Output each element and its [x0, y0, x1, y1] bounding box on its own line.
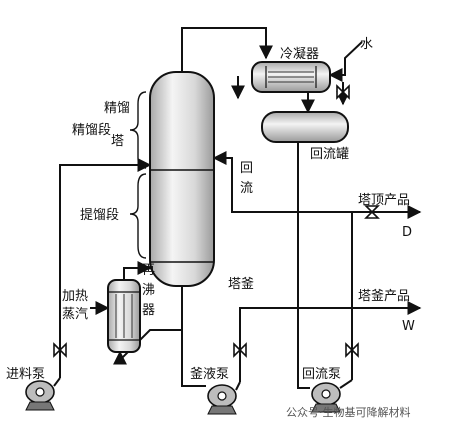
- labels: 精馏段 精馏 塔 提馏段 冷凝器 水 回流罐 回 流 塔顶产品 D 塔釜产品 W…: [6, 37, 415, 419]
- piping: [59, 27, 422, 389]
- stripping-brace: [129, 173, 147, 259]
- still-pump-icon: [207, 381, 241, 415]
- label-still: 塔釜: [228, 277, 254, 292]
- bottom-product-line: [239, 301, 422, 382]
- label-still-pump: 釜液泵: [190, 367, 229, 382]
- label-heating-2: 蒸汽: [62, 307, 88, 322]
- water-valve-icon: [336, 84, 350, 100]
- label-feed-pump: 进料泵: [6, 367, 45, 382]
- reflux-drum: [261, 111, 349, 143]
- rectifying-brace: [129, 91, 147, 169]
- label-top-product-code: D: [402, 225, 412, 240]
- label-reboiler-2: 沸: [142, 283, 155, 298]
- top-product-valve-icon: [364, 205, 380, 219]
- reboiler-return-line: [123, 261, 152, 280]
- label-reboiler-1: 再: [142, 263, 155, 278]
- label-bottom-product: 塔釜产品: [358, 289, 410, 304]
- condenser: [251, 61, 331, 93]
- still-to-pump-line: [181, 286, 206, 387]
- reboiler: [107, 279, 141, 353]
- label-water: 水: [360, 37, 373, 52]
- label-reboiler-3: 器: [142, 303, 155, 318]
- distillation-column: [149, 71, 215, 287]
- label-top-product: 塔顶产品: [358, 193, 410, 208]
- label-column-bottom: 塔: [111, 134, 124, 149]
- overhead-vapor-line: [181, 27, 273, 72]
- label-column-top: 精馏: [104, 101, 130, 116]
- reflux-return-line: [212, 151, 353, 380]
- label-rectifying-section: 精馏段: [72, 123, 111, 138]
- label-reflux-pump: 回流泵: [302, 367, 341, 382]
- cooling-water-in-line: [328, 41, 363, 82]
- label-heating-1: 加热: [62, 289, 88, 304]
- watermark-text: 公众号·生物基可降解材料: [286, 405, 411, 419]
- still-pump-valve-icon: [233, 342, 247, 358]
- feed-line: [59, 158, 152, 378]
- feed-pump-icon: [25, 377, 61, 411]
- drum-to-pump-line: [297, 140, 310, 389]
- reflux-pump-valve-icon: [345, 342, 359, 358]
- feed-valve-icon: [53, 342, 67, 358]
- label-condenser: 冷凝器: [280, 46, 319, 62]
- label-reflux-top: 回: [240, 161, 253, 176]
- reflux-pump-icon: [311, 379, 353, 413]
- valves: [53, 84, 380, 358]
- label-stripping-section: 提馏段: [80, 207, 119, 223]
- label-reflux-drum: 回流罐: [310, 147, 349, 162]
- label-reflux-bottom: 流: [240, 181, 253, 196]
- label-bottom-product-code: W: [402, 319, 415, 334]
